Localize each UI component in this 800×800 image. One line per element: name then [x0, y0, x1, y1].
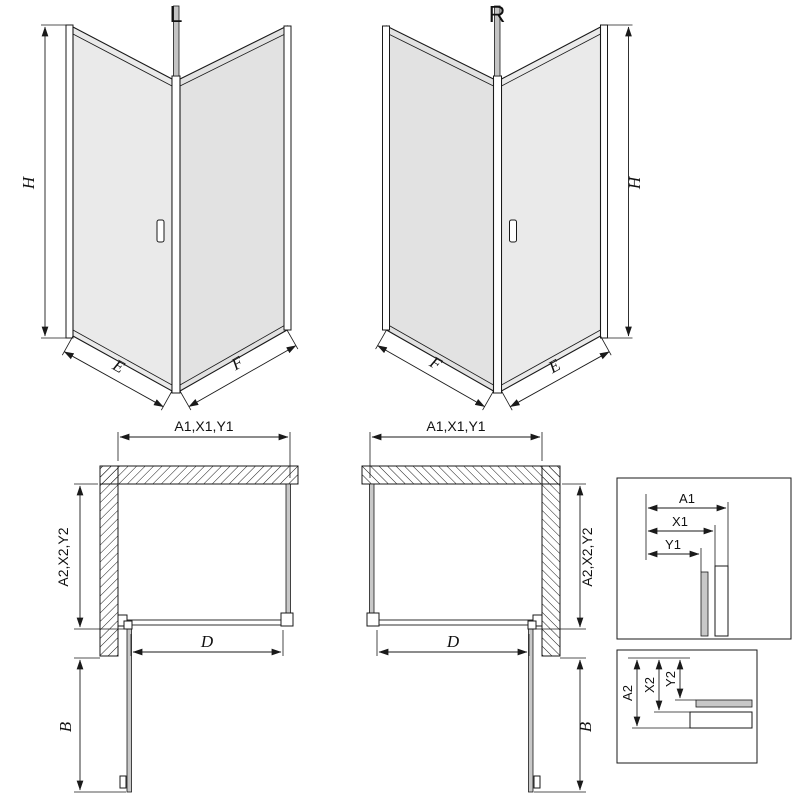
dim-label-width-right-plan: A1,X1,Y1	[426, 418, 485, 434]
plan-left-lineart	[74, 432, 298, 792]
detail-label-a2: A2	[620, 685, 635, 701]
dim-label-door-width-left: E	[109, 355, 129, 377]
dim-label-side-width-left: F	[227, 352, 247, 374]
dim-label-depth-left-plan: A2,X2,Y2	[55, 527, 71, 586]
detail-label-y1: Y1	[665, 537, 681, 552]
wall-profile-section	[714, 565, 729, 637]
dim-label-door-open-left-plan: B	[56, 721, 75, 732]
wall-profile-section	[689, 711, 753, 729]
dim-label-door-open-right-plan: B	[576, 721, 595, 732]
plan-right: A1,X1,Y1 A2,X2,Y2 D B	[362, 418, 595, 792]
detail-label-a1: A1	[679, 491, 695, 506]
variant-title-left: L	[170, 1, 183, 27]
dim-label-depth-right-plan: A2,X2,Y2	[579, 527, 595, 586]
dim-label-height-right: H	[625, 175, 644, 190]
plan-left: A1,X1,Y1 A2,X2,Y2 D B	[55, 418, 298, 792]
detail-label-x2: X2	[642, 677, 657, 693]
plan-right-lineart	[362, 432, 586, 792]
unit-3d-right-lineart	[376, 6, 633, 410]
dim-label-door-right-plan: D	[446, 632, 460, 651]
detail-label-y2: Y2	[663, 671, 678, 687]
detail-box-wall-profile-vertical: A2 X2 Y2	[616, 649, 758, 764]
glass-section	[695, 699, 753, 708]
variant-title-right: R	[489, 1, 506, 27]
unit-3d-right: R H E F	[376, 1, 644, 410]
dim-label-side-width-right: F	[426, 352, 446, 374]
dim-label-door-left-plan: D	[200, 632, 214, 651]
detail-box-wall-profile-horizontal: A1 X1 Y1	[616, 477, 792, 640]
unit-3d-left: L H E F	[19, 1, 298, 410]
unit-3d-left-lineart	[41, 6, 298, 410]
dim-label-height-left: H	[19, 175, 38, 190]
detail-label-x1: X1	[672, 514, 688, 529]
glass-section	[700, 571, 709, 637]
dim-label-width-left-plan: A1,X1,Y1	[174, 418, 233, 434]
